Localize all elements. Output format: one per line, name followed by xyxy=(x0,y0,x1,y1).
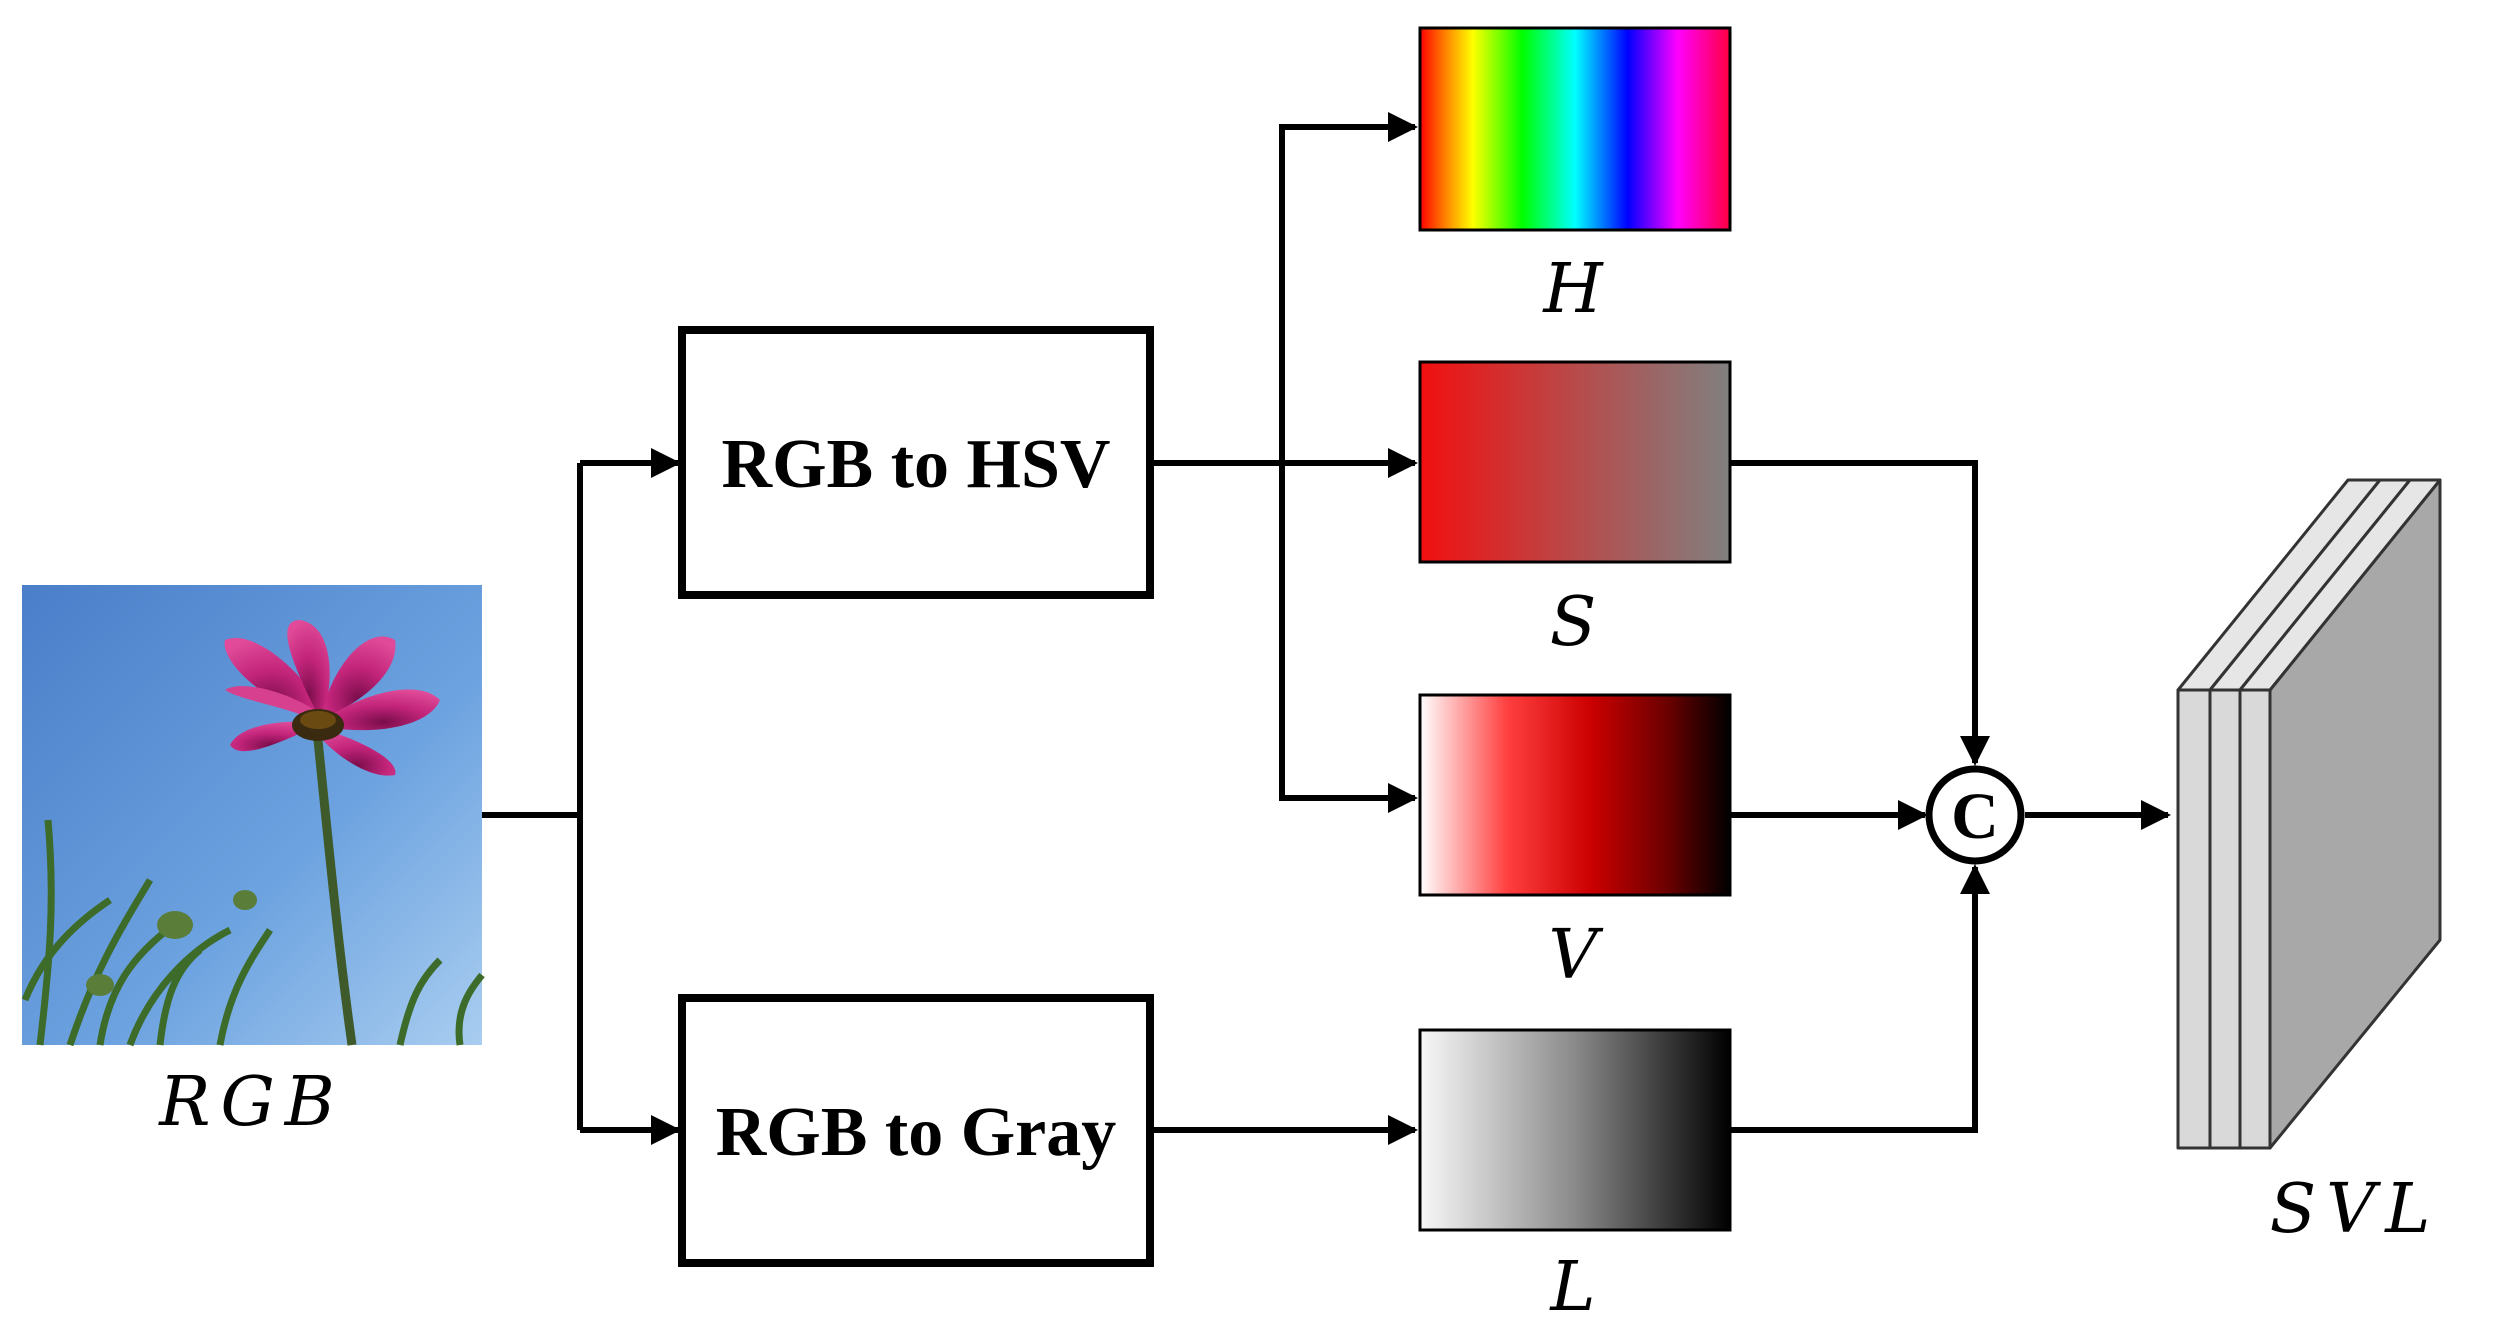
rgb-to-gray-box: RGB to Gray xyxy=(678,994,1154,1267)
concat-node: C xyxy=(1925,765,2025,865)
concat-symbol: C xyxy=(1951,780,1999,853)
output-stack xyxy=(2176,478,2442,1150)
input-image xyxy=(21,585,485,1047)
v-channel: V xyxy=(1418,693,1732,995)
s-channel: S xyxy=(1418,360,1732,662)
s-label: S xyxy=(1550,583,1597,662)
h-channel: H xyxy=(1418,26,1732,329)
output-label: SVL xyxy=(2270,1170,2441,1249)
rgb-to-hsv-label: RGB to HSV xyxy=(722,426,1111,503)
v-label: V xyxy=(1548,916,1603,995)
connectors xyxy=(482,112,2171,1145)
l-label: L xyxy=(1548,1248,1595,1327)
rgb-to-gray-label: RGB to Gray xyxy=(716,1094,1117,1171)
flower xyxy=(224,620,440,776)
l-channel: L xyxy=(1418,1028,1732,1327)
h-label: H xyxy=(1541,250,1604,329)
input-label: RGB xyxy=(157,1063,345,1142)
rgb-to-hsv-box: RGB to HSV xyxy=(678,326,1154,599)
